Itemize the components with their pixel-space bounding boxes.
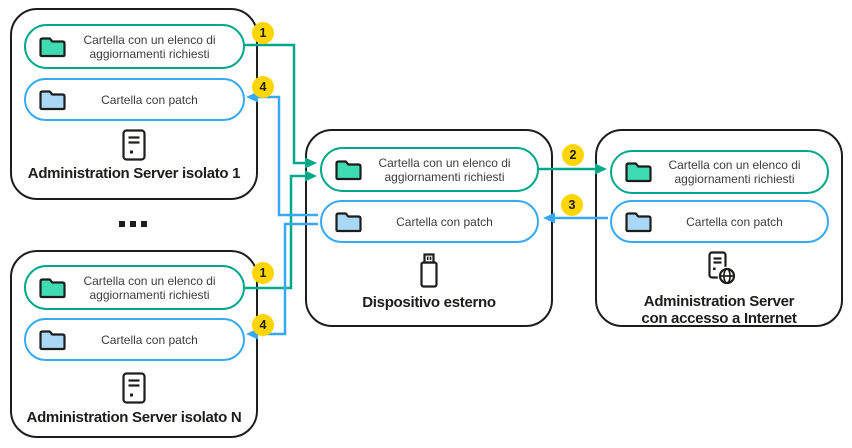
node-dispositivo-esterno: Cartella con un elenco di aggiornamenti … [305,129,553,327]
node-administration-server-isolato-1: Cartella con un elenco di aggiornamenti … [10,8,258,200]
updates-folder-label: Cartella con un elenco di aggiornamenti … [378,155,511,184]
node-administration-server-isolato-n: Cartella con un elenco di aggiornamenti … [10,250,258,438]
ellipsis-icon [119,221,147,227]
step-badge-1-isolatedN: 1 [252,262,274,284]
patch-folder-pill: Cartella con patch [24,78,245,121]
server-tower-icon [12,129,256,161]
server-tower-icon [12,372,256,404]
updates-folder-label: Cartella con un elenco di aggiornamenti … [83,273,216,302]
updates-folder-label: Cartella con un elenco di aggiornamenti … [668,158,801,186]
arrowhead-updates-isolated1-to-external [305,157,317,169]
step-badge-4-isolatedN: 4 [252,314,274,336]
green-folder-icon [39,277,66,298]
step-badge-3-external: 3 [561,194,583,216]
node-title-line2: con accesso a Internet [641,310,797,327]
node-administration-server-internet: Cartella con un elenco di aggiornamenti … [595,129,843,327]
updates-folder-pill: Cartella con un elenco di aggiornamenti … [610,150,829,194]
wire-updates-isolated1-to-external [243,43,306,165]
node-title: Dispositivo esterno [362,294,496,311]
green-folder-icon [39,36,66,57]
wire-patch-external-to-isolatedN [258,222,318,336]
node-title: Administration Server isolato N [26,409,242,426]
server-globe-icon [597,251,841,286]
step-badge-1-isolated1: 1 [252,22,274,44]
patch-folder-label: Cartella con patch [396,214,493,229]
updates-folder-pill: Cartella con un elenco di aggiornamenti … [320,147,539,192]
arrowhead-patch-internet-server-to-external [543,212,555,224]
arrowhead-updates-external-to-internet-server [595,163,607,175]
step-badge-4-isolated1: 4 [252,76,274,98]
updates-folder-pill: Cartella con un elenco di aggiornamenti … [24,265,245,310]
wire-patch-external-to-isolated1 [258,95,318,217]
blue-folder-icon [625,211,652,232]
node-title: Administration Server isolato 1 [27,165,241,182]
green-folder-icon [625,162,652,183]
updates-folder-pill: Cartella con un elenco di aggiornamenti … [24,24,245,69]
blue-folder-icon [39,89,66,110]
step-badge-2-external: 2 [562,144,584,166]
green-folder-icon [335,159,362,180]
wire-updates-isolatedN-to-external [243,174,306,290]
patch-folder-pill: Cartella con patch [320,200,539,243]
updates-folder-label: Cartella con un elenco di aggiornamenti … [83,32,216,61]
patch-folder-label: Cartella con patch [101,92,198,107]
arrowhead-updates-isolatedN-to-external [305,170,317,182]
patch-folder-pill: Cartella con patch [24,318,245,361]
node-title-line1: Administration Server [643,293,795,310]
patch-folder-pill: Cartella con patch [610,200,829,243]
blue-folder-icon [335,211,362,232]
blue-folder-icon [39,329,66,350]
usb-drive-icon [307,253,551,289]
patch-folder-label: Cartella con patch [686,214,783,229]
patch-folder-label: Cartella con patch [101,332,198,347]
